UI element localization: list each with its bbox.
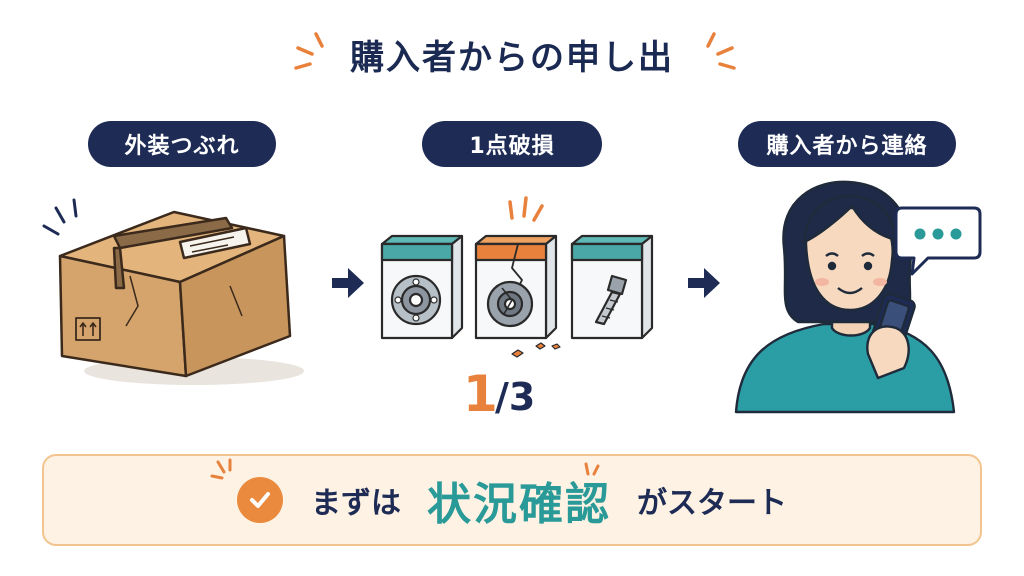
banner-content: まずは 状況確認 がスタート [44,456,980,544]
check-circle-icon [237,477,283,523]
step-label-buyer-contact: 購入者から連絡 [738,121,956,167]
page-title: 購入者からの申し出 [350,38,674,78]
woman-with-phone-icon [734,180,956,414]
arrow-right-icon [332,268,364,298]
part-box-icon [380,234,464,340]
sparkle-banner-left-icon [210,458,232,480]
part-box-broken-icon [474,234,561,358]
cardboard-box-icon [42,198,304,385]
fraction-numerator: 1 [463,365,498,423]
arrow-right-icon [688,268,720,298]
bolt-icon [594,274,628,326]
damage-fraction: 1 /3 [455,365,565,425]
banner-emphasis: 状況確認 [427,479,611,530]
speech-bubble-icon [894,206,982,276]
part-box-icon [570,234,654,340]
banner-prefix: まずは [311,486,401,521]
sparkle-left-icon [294,32,324,70]
sparkle-right-icon [706,32,736,70]
step-label-package-damage: 外装つぶれ [88,121,276,167]
parts-boxes-group [380,196,654,358]
sparkle-banner-right-icon [584,462,600,476]
summary-banner: まずは 状況確認 がスタート [42,454,982,546]
banner-suffix: がスタート [637,486,787,521]
step-label-one-item-broken: 1点破損 [422,121,602,167]
fraction-denominator: /3 [495,375,536,419]
